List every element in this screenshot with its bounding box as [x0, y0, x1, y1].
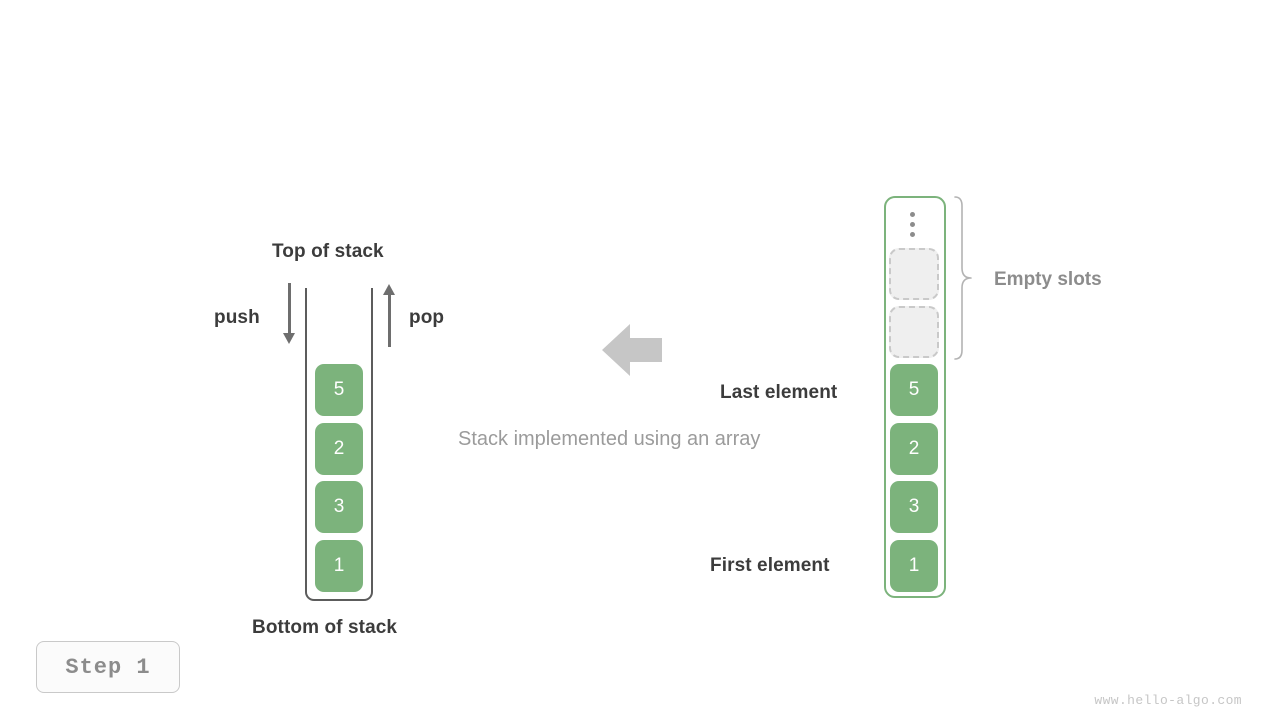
pop-label: pop	[409, 307, 445, 328]
first-element-label: First element	[710, 555, 830, 576]
top-of-stack-label: Top of stack	[272, 241, 384, 262]
array-empty-slot[interactable]	[889, 248, 939, 300]
bottom-of-stack-label: Bottom of stack	[252, 617, 398, 638]
stack-element[interactable]: 1	[315, 540, 363, 592]
array-element[interactable]: 3	[890, 481, 938, 533]
stack-container	[305, 288, 373, 601]
curly-brace-icon	[954, 196, 972, 360]
array-element[interactable]: 5	[890, 364, 938, 416]
left-arrow-icon	[602, 324, 662, 376]
array-element[interactable]: 2	[890, 423, 938, 475]
stack-element[interactable]: 5	[315, 364, 363, 416]
array-empty-slot[interactable]	[889, 306, 939, 358]
stack-element[interactable]: 3	[315, 481, 363, 533]
step-badge: Step 1	[36, 641, 180, 693]
diagram-caption: Stack implemented using an array	[458, 428, 761, 450]
push-label: push	[214, 307, 260, 328]
array-element[interactable]: 1	[890, 540, 938, 592]
watermark: www.hello-algo.com	[1094, 693, 1242, 708]
stack-element[interactable]: 2	[315, 423, 363, 475]
vertical-dots-icon	[910, 212, 916, 238]
last-element-label: Last element	[720, 382, 838, 403]
empty-slots-label: Empty slots	[994, 269, 1102, 290]
